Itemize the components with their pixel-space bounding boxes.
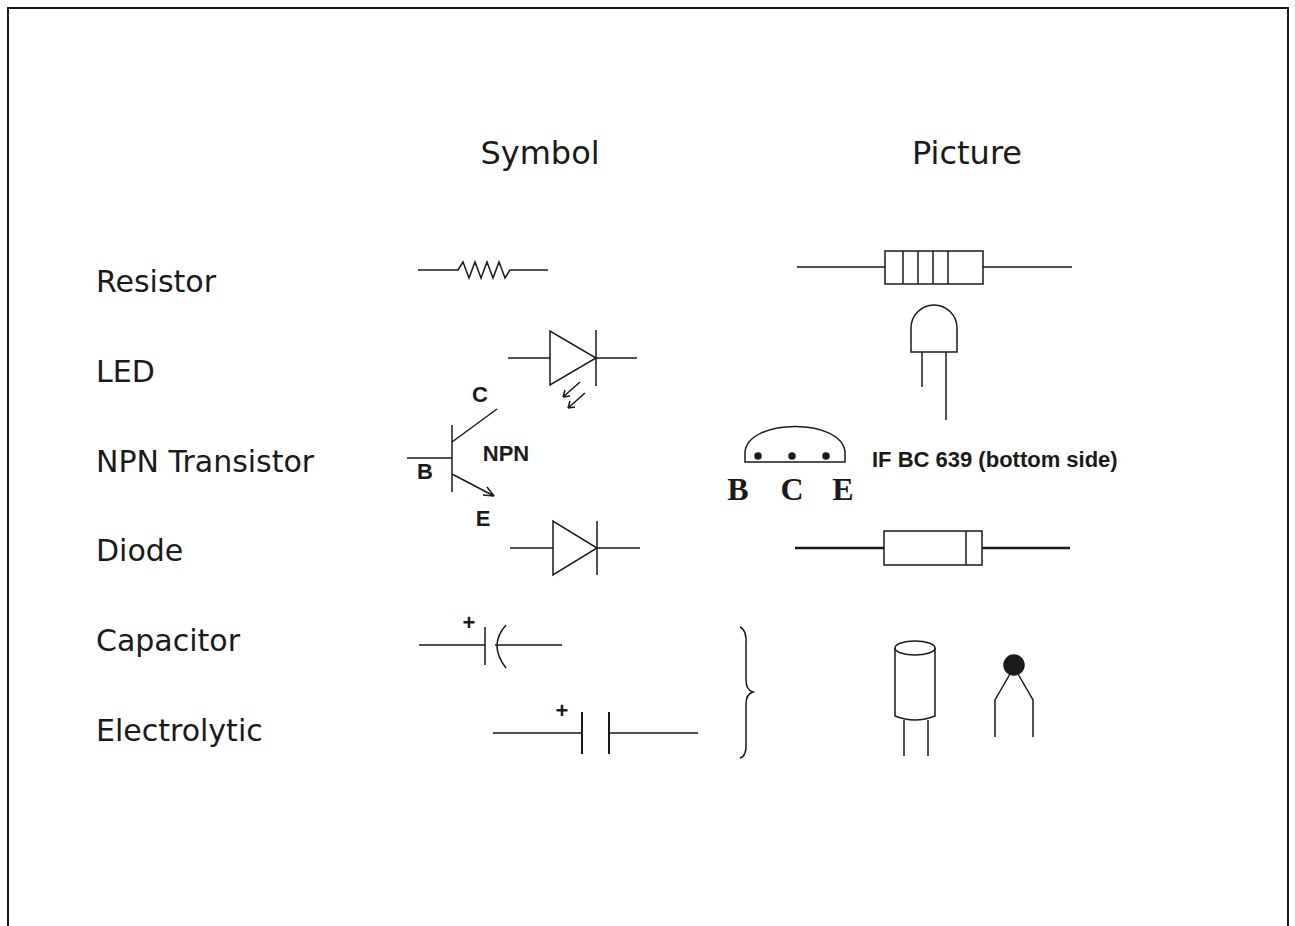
part-note: IF BC 639 (bottom side) <box>872 449 1118 471</box>
resistor-picture <box>797 251 1072 284</box>
electrolytic-capacitor-picture <box>895 641 935 756</box>
column-header: Picture <box>912 137 1022 169</box>
row-label: Diode <box>96 536 183 566</box>
polarity-mark: + <box>556 700 569 722</box>
polarity-mark: + <box>463 612 476 634</box>
row-label: Capacitor <box>96 626 240 656</box>
type-label: NPN <box>483 443 529 465</box>
capacitor-symbol <box>419 625 562 668</box>
pin-name: E <box>832 473 853 505</box>
row-label: Resistor <box>96 267 216 297</box>
pin-name: B <box>727 473 748 505</box>
diode-symbol <box>510 521 640 575</box>
diode-picture <box>795 531 1070 565</box>
row-label: NPN Transistor <box>96 447 314 477</box>
resistor-symbol <box>418 262 548 278</box>
pin-name: B <box>417 461 433 483</box>
grouping-brace <box>740 627 753 758</box>
row-label: Electrolytic <box>96 716 263 746</box>
pin-name: E <box>476 508 491 530</box>
pin-name: C <box>780 473 803 505</box>
pin-name: C <box>472 384 488 406</box>
column-header: Symbol <box>480 137 599 169</box>
ceramic-capacitor-picture <box>995 655 1033 737</box>
transistor-bottom-picture <box>745 427 845 463</box>
row-label: LED <box>96 357 155 387</box>
led-symbol <box>508 330 637 408</box>
page-frame <box>8 8 1288 926</box>
electrolytic-capacitor-symbol <box>493 712 698 754</box>
led-picture <box>911 305 957 420</box>
